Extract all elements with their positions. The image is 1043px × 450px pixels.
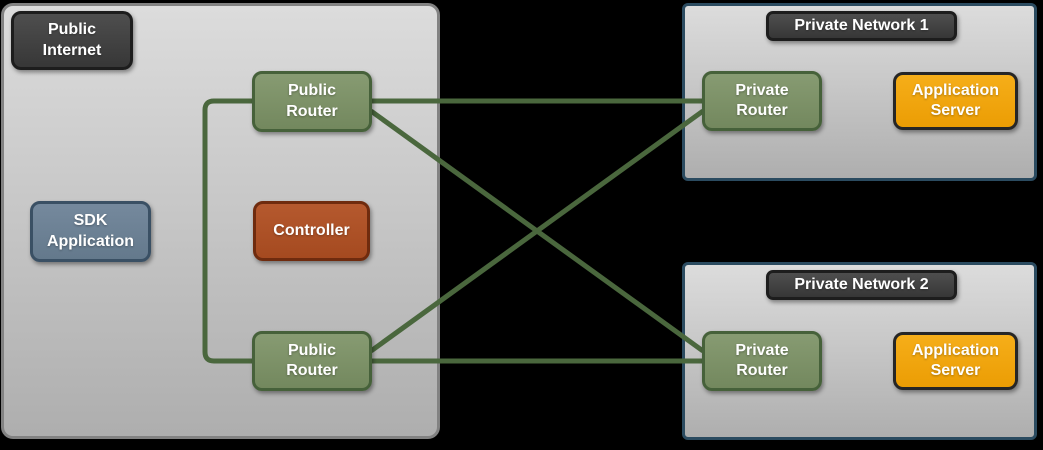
private-router-2-label: Private Router bbox=[735, 341, 789, 379]
sdk-application-label: SDK Application bbox=[46, 212, 135, 250]
public-router-top-label: Public Router bbox=[286, 82, 338, 120]
controller-label: Controller bbox=[273, 221, 350, 239]
private-network-2-badge-label: Private Network 2 bbox=[794, 275, 929, 293]
public-internet-badge-label: Public Internet bbox=[42, 21, 102, 59]
public-internet-badge: Public Internet bbox=[11, 11, 133, 70]
application-server-1-label: Application Server bbox=[911, 81, 1000, 119]
private-network-1-badge: Private Network 1 bbox=[766, 11, 957, 41]
sdk-application-node: SDK Application bbox=[30, 201, 151, 262]
private-network-2-badge: Private Network 2 bbox=[766, 270, 957, 300]
public-router-top-node: Public Router bbox=[252, 71, 372, 132]
application-server-2-node: Application Server bbox=[893, 332, 1018, 390]
private-router-2-node: Private Router bbox=[702, 331, 822, 391]
private-router-1-node: Private Router bbox=[702, 71, 822, 131]
public-router-bottom-node: Public Router bbox=[252, 331, 372, 391]
private-network-1-badge-label: Private Network 1 bbox=[794, 16, 929, 34]
private-router-1-label: Private Router bbox=[735, 81, 789, 119]
application-server-1-node: Application Server bbox=[893, 72, 1018, 130]
application-server-2-label: Application Server bbox=[911, 341, 1000, 379]
controller-node: Controller bbox=[253, 201, 370, 261]
public-router-bottom-label: Public Router bbox=[286, 341, 338, 379]
